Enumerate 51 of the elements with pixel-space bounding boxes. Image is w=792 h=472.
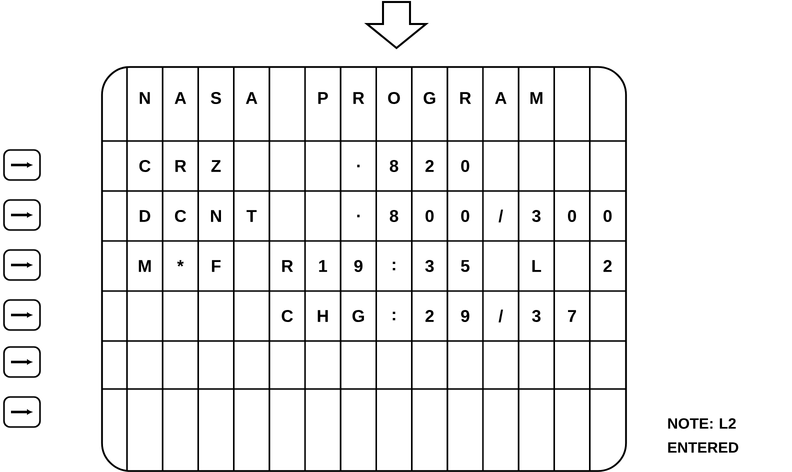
display-character: N xyxy=(211,210,221,222)
display-character: M xyxy=(530,92,542,104)
display-character: 5 xyxy=(461,260,470,272)
display-character: R xyxy=(353,92,364,104)
display-character: 2 xyxy=(425,160,434,172)
display-character: 8 xyxy=(390,160,398,172)
display-character: R xyxy=(282,260,293,272)
display-character: G xyxy=(424,92,436,104)
display-character: L xyxy=(532,260,542,272)
display-character: 0 xyxy=(568,210,576,222)
display-character: 0 xyxy=(604,210,612,222)
display-character: . xyxy=(357,164,360,168)
display-character: H xyxy=(318,310,328,322)
display-character: A xyxy=(495,92,506,104)
display-character: : xyxy=(392,262,396,270)
display-character: 8 xyxy=(390,210,398,222)
display-character: 1 xyxy=(319,260,328,272)
display-character: 7 xyxy=(568,310,576,322)
display-character: 0 xyxy=(461,160,470,172)
display-character: N xyxy=(140,92,150,104)
display-character: * xyxy=(177,260,184,266)
display-character: G xyxy=(352,310,364,322)
display-character: 2 xyxy=(425,310,434,322)
display-character: 3 xyxy=(532,310,541,322)
display-character: S xyxy=(210,92,222,104)
display-character: : xyxy=(392,312,396,320)
display-character: C xyxy=(282,310,293,322)
display-character: / xyxy=(498,210,503,222)
display-character: 3 xyxy=(532,210,541,222)
note-text: NOTE: L2 ENTERED xyxy=(668,418,738,453)
display-character: C xyxy=(174,210,186,222)
display-character: P xyxy=(318,92,328,104)
display-character: . xyxy=(357,214,360,218)
display-character: M xyxy=(138,260,151,272)
display-character: R xyxy=(175,160,186,172)
display-character: 9 xyxy=(354,260,362,272)
display-character: R xyxy=(460,92,471,104)
display-character: / xyxy=(498,310,503,322)
display-character: 0 xyxy=(426,210,434,222)
display-character: A xyxy=(246,92,258,104)
display-character: O xyxy=(388,92,400,104)
display-character: 9 xyxy=(461,310,470,322)
display-character: Z xyxy=(211,160,221,172)
display-character: 2 xyxy=(603,260,612,272)
display-character: A xyxy=(174,92,186,104)
display-character: F xyxy=(212,260,221,272)
display-character: D xyxy=(140,210,150,222)
display-character: T xyxy=(246,210,257,222)
display-character: C xyxy=(139,160,150,172)
display-character: 0 xyxy=(461,210,470,222)
display-character: 3 xyxy=(425,260,434,272)
